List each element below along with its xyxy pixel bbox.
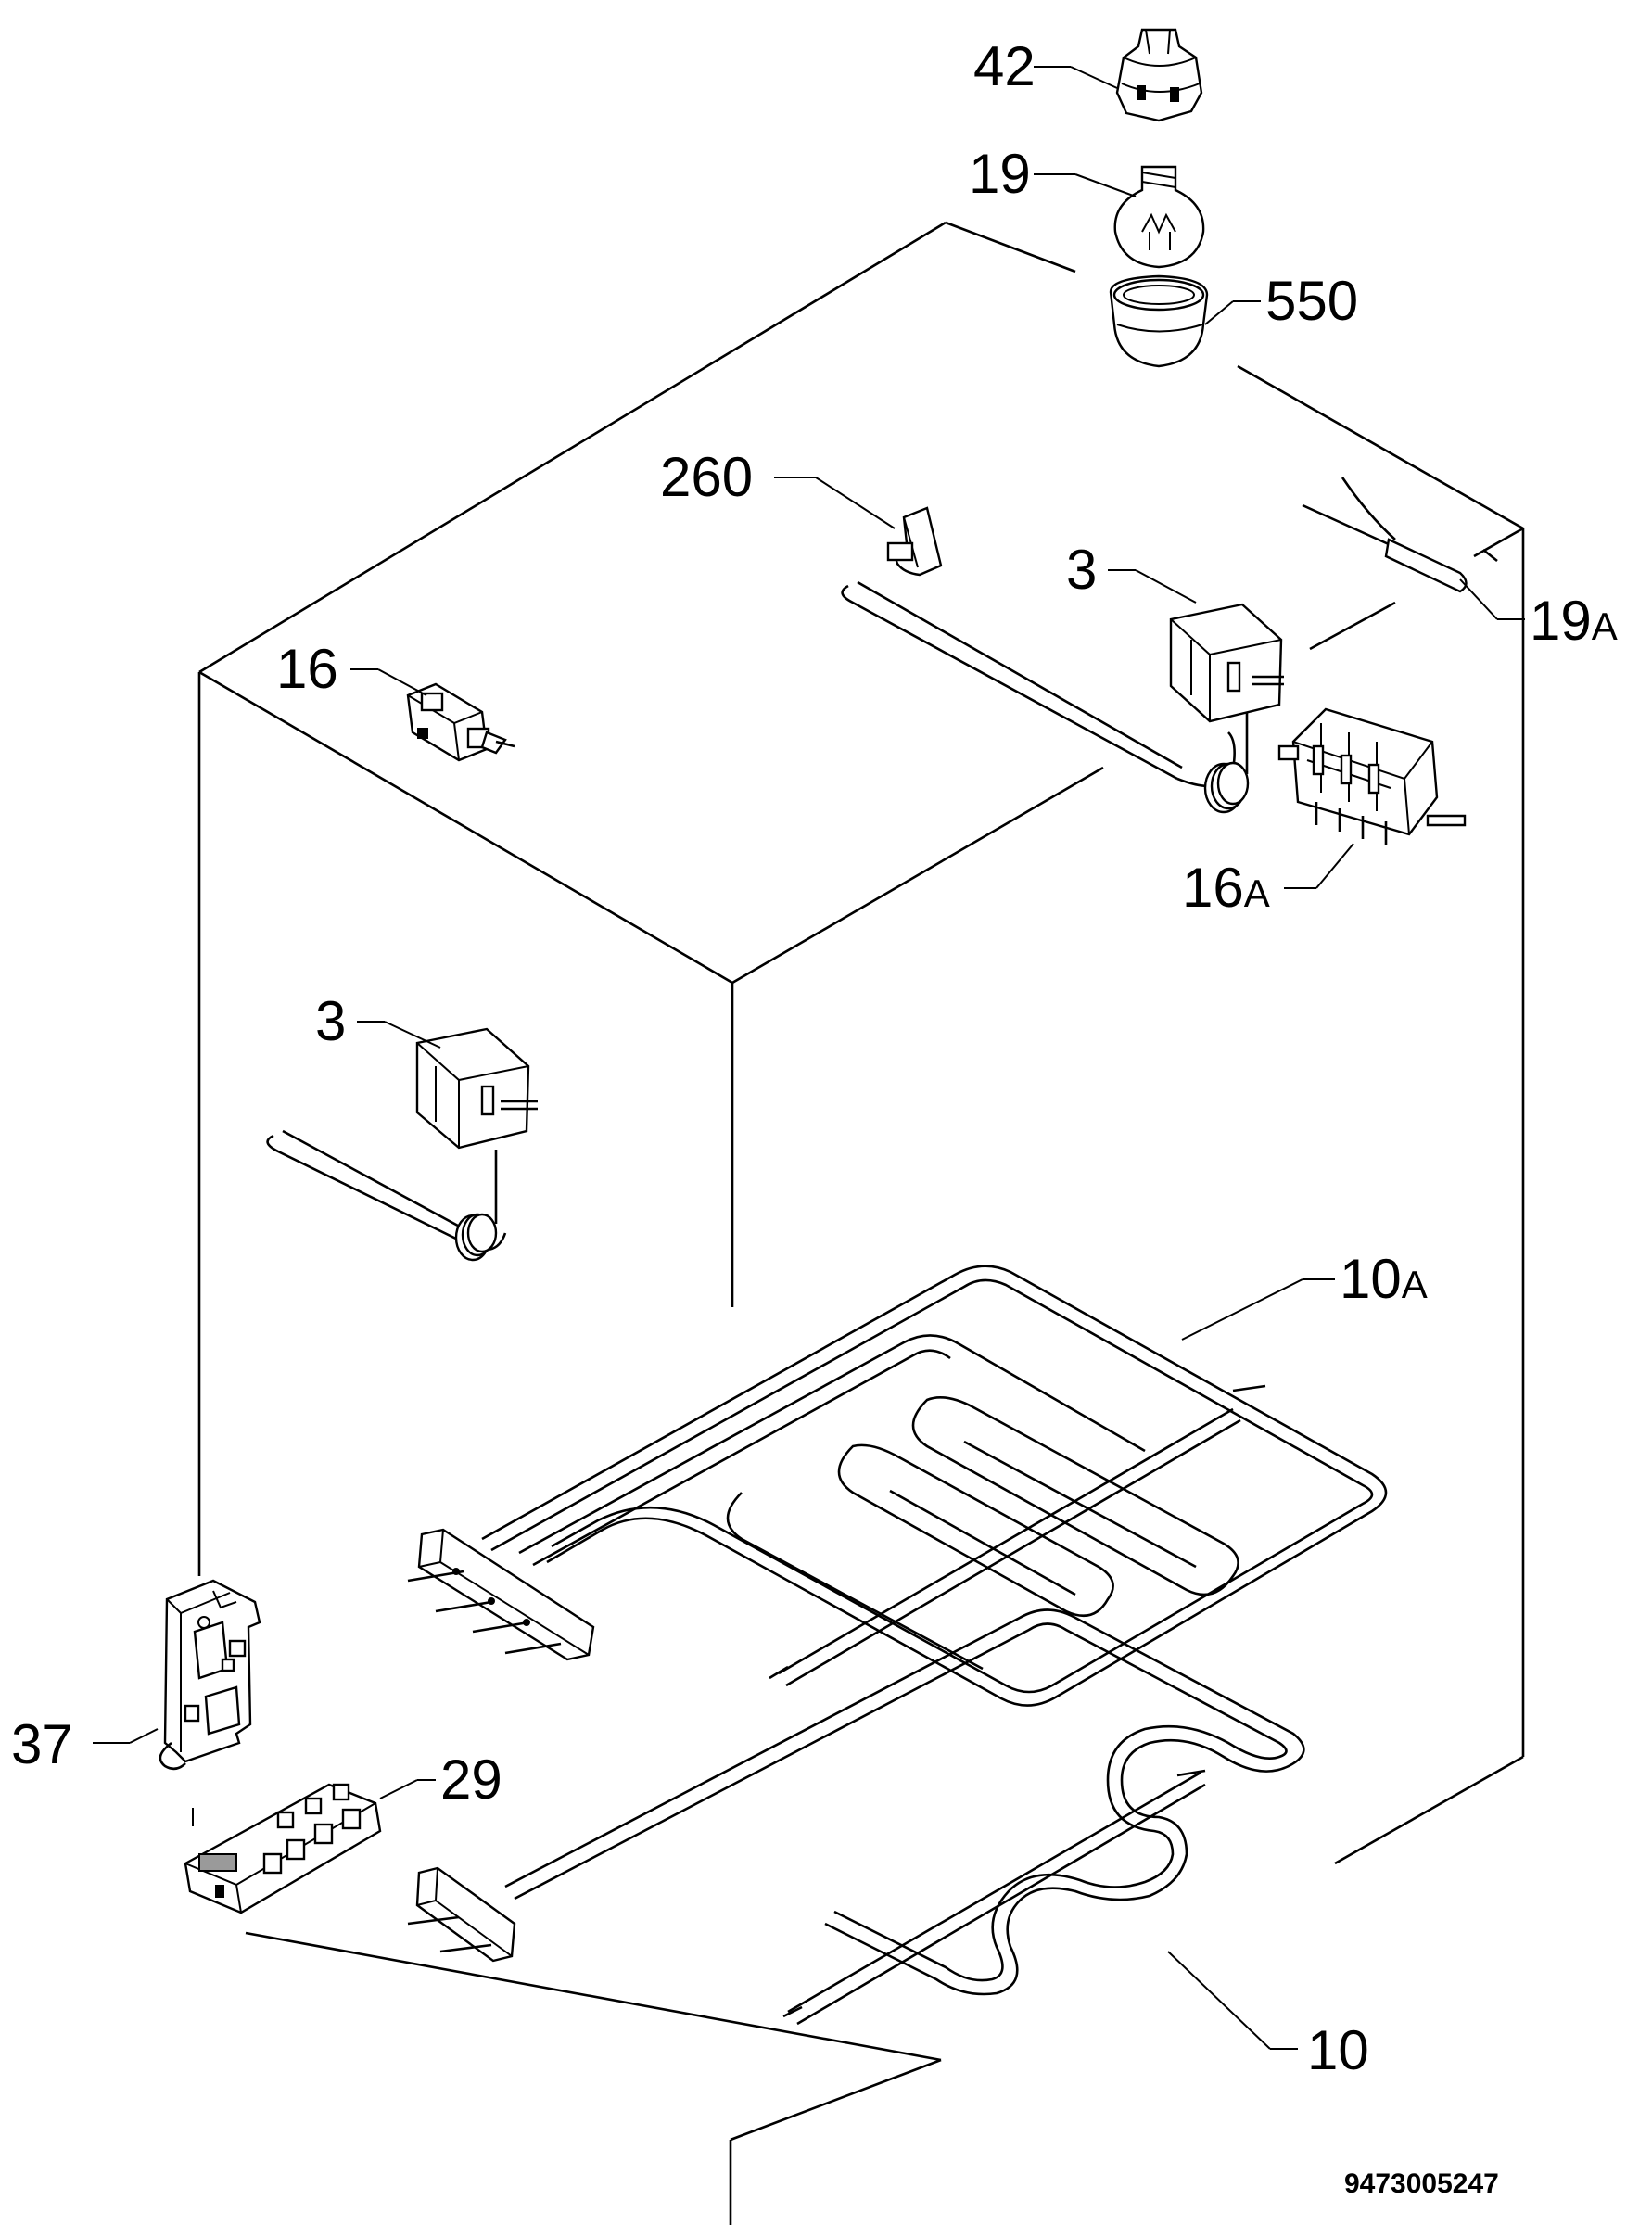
callout-260: 260 [660, 446, 753, 508]
oven-cavity-outline [197, 221, 1525, 2225]
clip-260 [886, 506, 943, 577]
drawing-code: 9473005247 [1344, 2168, 1499, 2199]
thermostat-upper-3 [841, 580, 1284, 814]
temperature-sensor-19A [1302, 477, 1468, 593]
callout-10A: 10A [1340, 1248, 1428, 1310]
callout-19: 19 [969, 143, 1031, 205]
callout-37: 37 [11, 1713, 73, 1775]
callout-10: 10 [1307, 2019, 1369, 2081]
push-switch-16 [406, 682, 515, 762]
lower-element-terminal-plate [407, 1866, 516, 1963]
lamp-socket-550 [1109, 274, 1209, 368]
grill-element-10A [481, 1265, 1388, 1707]
callout-3-upper: 3 [1066, 539, 1097, 601]
callout-19A: 19A [1530, 590, 1618, 652]
callout-550: 550 [1265, 270, 1358, 332]
callout-16A: 16A [1182, 857, 1270, 919]
thermostat-middle-3 [266, 1027, 538, 1262]
grill-element-terminal-plate [407, 1528, 595, 1661]
lower-element-10 [504, 1608, 1305, 2026]
selector-switch-16A [1277, 707, 1467, 846]
callout-29: 29 [440, 1748, 502, 1811]
control-board-37 [159, 1579, 261, 1771]
lamp-bulb-19 [1113, 165, 1205, 269]
callout-16: 16 [276, 638, 338, 700]
callout-3-middle: 3 [315, 990, 346, 1052]
lamp-cover-42 [1115, 28, 1203, 122]
terminal-block-29 [184, 1783, 382, 1914]
callout-42: 42 [973, 35, 1036, 97]
